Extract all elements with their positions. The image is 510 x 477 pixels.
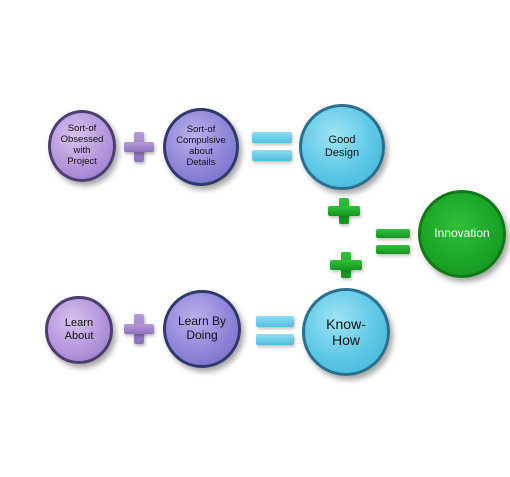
circle-learn-about: Learn About bbox=[45, 296, 113, 364]
circle-sort-of-compulsive-label: Sort-of Compulsive about Details bbox=[176, 124, 226, 168]
circle-sort-of-obsessed: Sort-of Obsessed with Project bbox=[48, 110, 116, 182]
plus-sign-upper bbox=[328, 198, 360, 224]
equals-sign-innovation bbox=[376, 229, 410, 255]
circle-innovation-label: Innovation bbox=[434, 226, 490, 241]
circle-know-how: Know- How bbox=[302, 288, 390, 376]
circle-innovation: Innovation bbox=[418, 190, 506, 278]
plus-sign-row1 bbox=[124, 132, 154, 162]
circle-know-how-label: Know- How bbox=[326, 315, 366, 348]
circle-learn-about-label: Learn About bbox=[64, 317, 94, 342]
circle-good-design: Good Design bbox=[299, 104, 385, 190]
equals-sign-row1 bbox=[252, 132, 292, 162]
circle-learn-by-doing: Learn By Doing bbox=[163, 290, 241, 368]
circle-sort-of-compulsive: Sort-of Compulsive about Details bbox=[163, 108, 239, 186]
circle-learn-by-doing-label: Learn By Doing bbox=[177, 314, 227, 342]
equals-sign-row2 bbox=[256, 316, 294, 346]
circle-good-design-label: Good Design bbox=[324, 134, 360, 159]
plus-sign-row2 bbox=[124, 314, 154, 344]
plus-sign-lower bbox=[330, 252, 362, 278]
circle-sort-of-obsessed-label: Sort-of Obsessed with Project bbox=[60, 123, 104, 167]
